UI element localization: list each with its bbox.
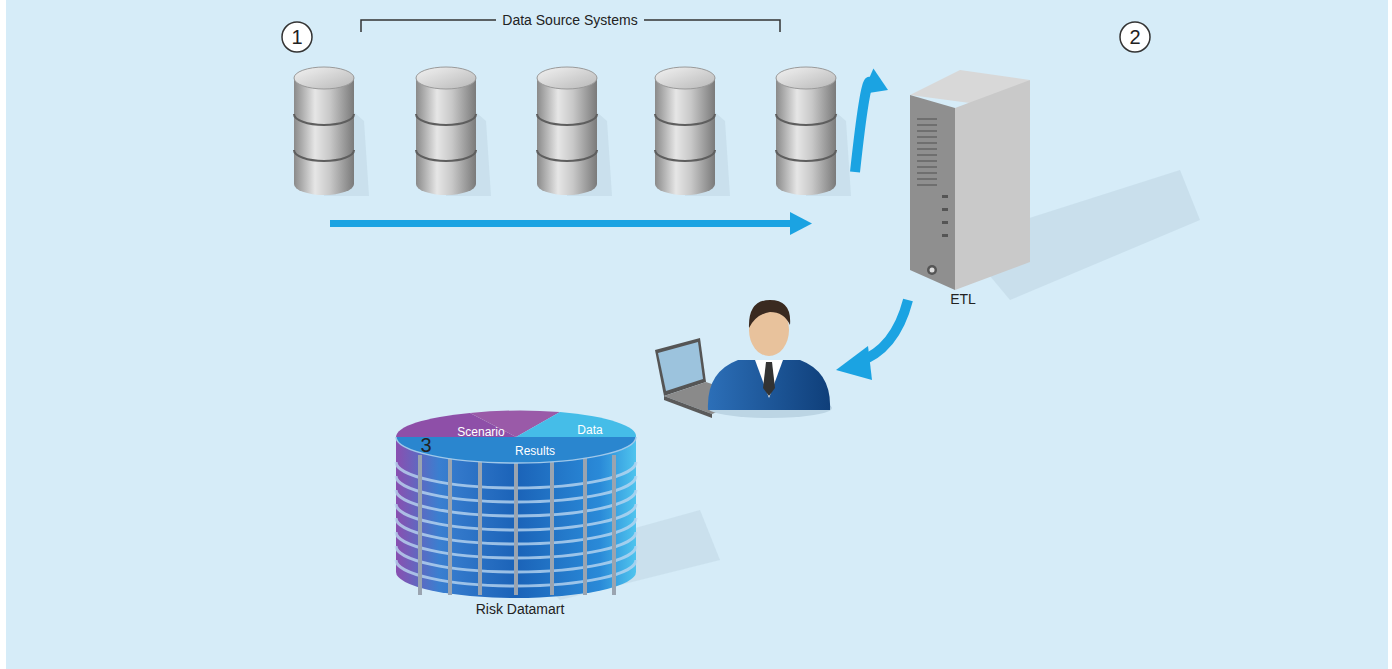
- node-label: Risk Datamart: [476, 601, 565, 617]
- etl-server: ETL: [888, 50, 1048, 318]
- callout-number: 2: [1129, 26, 1140, 49]
- callout-number: 1: [291, 26, 302, 49]
- flow-arrow: [855, 68, 888, 172]
- segment-label: Data: [577, 423, 602, 437]
- risk-datamart: Scenario DataResultsRisk Datamart: [380, 400, 660, 620]
- callout-number: 3: [420, 434, 431, 457]
- node-label: ETL: [950, 291, 976, 307]
- group-heading: Data Source Systems: [496, 12, 643, 28]
- segment-label: Scenario: [457, 425, 504, 439]
- data-source-group: Data Source Systems: [285, 8, 855, 208]
- segment-label: Results: [515, 444, 555, 458]
